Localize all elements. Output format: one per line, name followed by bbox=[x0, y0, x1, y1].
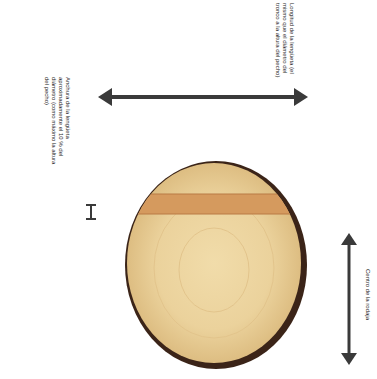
tongue-band bbox=[120, 194, 320, 214]
disc-face bbox=[127, 163, 301, 363]
growth-rings bbox=[120, 194, 320, 338]
disc-rim bbox=[125, 161, 307, 369]
dimension-label: Anchura de la lengüeta aproximadamente e… bbox=[43, 77, 71, 173]
length-arrow bbox=[98, 88, 308, 106]
dimension-label: Longitud de la lengüeta (el mismo que el… bbox=[274, 3, 295, 81]
dimension-label: Centro de la rodaja bbox=[364, 269, 371, 331]
width-bracket bbox=[86, 205, 96, 219]
radius-arrow bbox=[341, 233, 357, 365]
